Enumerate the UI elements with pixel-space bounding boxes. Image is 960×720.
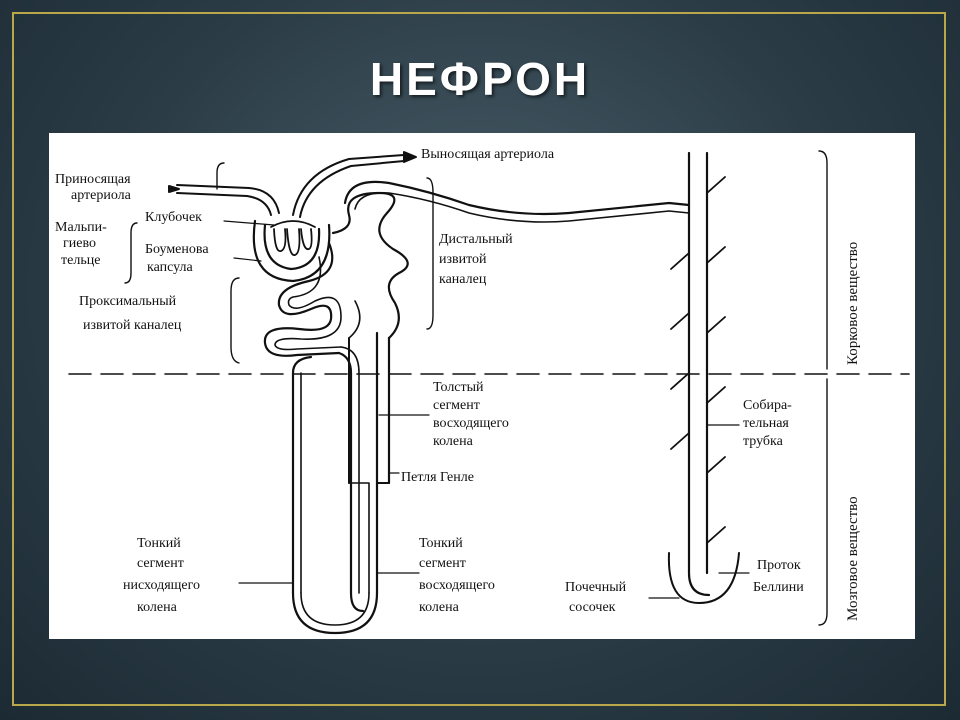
label-henle: Петля Генле xyxy=(401,470,474,485)
glomerulus-loop xyxy=(273,228,287,252)
label-distal-2: извитой xyxy=(439,252,487,267)
label-thin-desc-2: сегмент xyxy=(137,556,184,571)
label-thick-4: колена xyxy=(433,434,474,449)
collecting-branches-left xyxy=(670,252,690,450)
medulla-bracket xyxy=(818,378,828,626)
label-afferent-2: артериола xyxy=(71,188,132,203)
label-collecting-3: трубка xyxy=(743,434,784,449)
slide-title: НЕФРОН xyxy=(369,53,591,105)
label-thick-1: Толстый xyxy=(433,380,484,395)
label-thin-asc-2: сегмент xyxy=(419,556,466,571)
label-papilla-1: Почечный xyxy=(565,580,627,595)
label-distal-1: Дистальный xyxy=(439,232,513,247)
distal-connecting-inner xyxy=(354,192,690,223)
afferent-arteriole xyxy=(176,184,280,214)
label-proximal-2: извитой каналец xyxy=(83,318,182,333)
distal-tubule-link xyxy=(348,300,361,339)
glomerulus-loop xyxy=(286,228,301,256)
efferent-arteriole-inner xyxy=(299,160,405,218)
label-efferent: Выносящая артериола xyxy=(421,147,555,162)
label-bellini-1: Проток xyxy=(757,558,801,573)
henle-loop-bottom-inner xyxy=(300,592,370,626)
efferent-arteriole xyxy=(292,154,405,216)
label-cortex: Корковое вещество xyxy=(845,242,861,365)
label-thin-desc-1: Тонкий xyxy=(137,536,181,551)
bracket xyxy=(216,162,225,190)
label-bowman-2: капсула xyxy=(147,260,194,275)
renal-papilla xyxy=(667,552,740,604)
henle-loop-bottom xyxy=(291,591,379,635)
label-thin-asc-3: восходящего xyxy=(419,578,495,593)
slide-frame xyxy=(12,12,946,706)
label-thick-3: восходящего xyxy=(433,416,509,431)
proximal-bracket xyxy=(230,277,240,364)
afferent-arteriole-inner xyxy=(176,192,272,216)
label-collecting-2: тельная xyxy=(743,416,789,431)
label-thin-desc-3: нисходящего xyxy=(123,578,200,593)
proximal-tubule-inner xyxy=(274,256,342,351)
label-thin-asc-1: Тонкий xyxy=(419,536,463,551)
label-papilla-2: сосочек xyxy=(569,600,616,615)
label-collecting-1: Собира- xyxy=(743,398,792,413)
henle-top xyxy=(291,355,313,375)
label-malpighian-3: тельце xyxy=(61,253,100,268)
label-medulla: Мозговое вещество xyxy=(845,496,861,621)
thin-ascending-inner xyxy=(348,482,370,594)
cortex-bracket xyxy=(818,150,828,370)
nephron-svg: Приносящая артериола Выносящая артериола… xyxy=(55,147,910,635)
efferent-arrow-icon xyxy=(403,151,417,163)
label-thin-desc-4: колена xyxy=(137,600,178,615)
distal-tubule xyxy=(331,191,409,340)
label-malpighian-1: Мальпи- xyxy=(55,220,107,235)
label-glomerulus: Клубочек xyxy=(145,210,202,225)
bowman-capsule-outer xyxy=(252,219,331,283)
malpighian-bracket xyxy=(124,222,138,284)
label-thin-asc-4: колена xyxy=(419,600,460,615)
glomerulus-top xyxy=(270,220,316,228)
label-proximal-1: Проксимальный xyxy=(79,294,177,309)
afferent-arrow-icon xyxy=(168,185,180,193)
collecting-duct-left xyxy=(687,151,711,597)
label-bowman-1: Боуменова xyxy=(145,242,209,257)
leader-glomerulus xyxy=(223,220,275,226)
label-afferent-1: Приносящая xyxy=(55,172,131,187)
label-bellini-2: Беллини xyxy=(753,580,804,595)
glomerulus-loop xyxy=(300,228,313,251)
label-distal-3: каналец xyxy=(439,272,487,287)
bowman-capsule xyxy=(263,223,321,271)
distal-connecting xyxy=(343,180,691,216)
henle-descending-inner xyxy=(340,346,360,594)
label-malpighian-2: гиево xyxy=(63,236,96,251)
proximal-tubule xyxy=(263,241,341,357)
nephron-diagram: Приносящая артериола Выносящая артериола… xyxy=(49,133,915,639)
label-thick-2: сегмент xyxy=(433,398,480,413)
distal-bracket xyxy=(426,177,434,330)
leader-bowman xyxy=(233,257,262,262)
collecting-branches-right xyxy=(706,176,726,544)
